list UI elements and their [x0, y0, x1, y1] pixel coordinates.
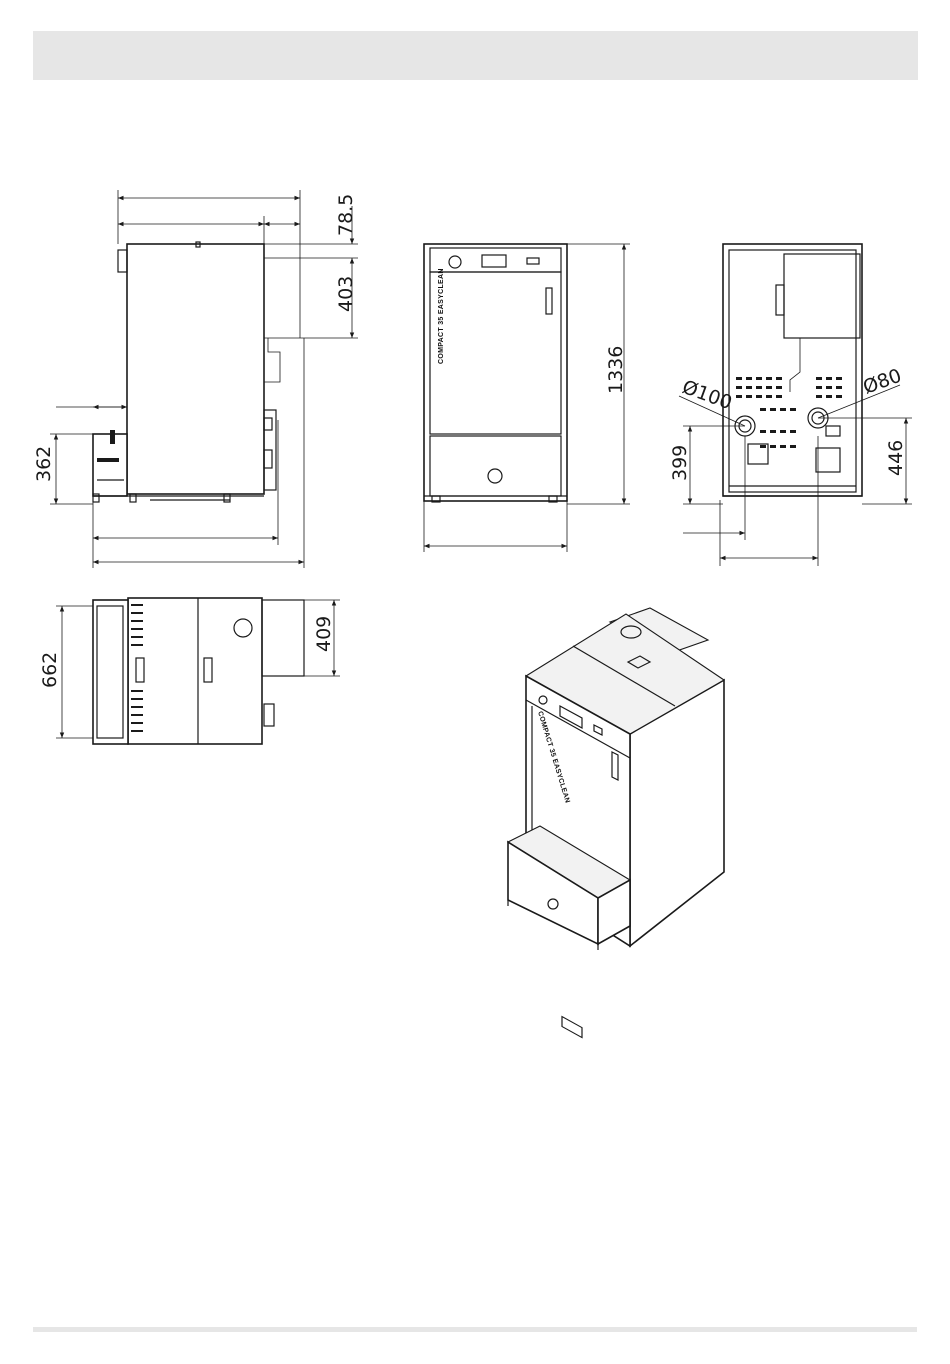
dim-409: 409	[313, 616, 335, 652]
isometric-view: COMPACT 35 EASYCLEAN	[508, 608, 724, 1038]
front-view: COMPACT 35 EASYCLEAN 1336	[424, 244, 630, 552]
rear-body	[723, 244, 862, 496]
dim-phi80: Ø80	[860, 365, 904, 399]
side-rear-knob	[118, 250, 127, 272]
dim-662: 662	[39, 652, 61, 688]
front-model-label: COMPACT 35 EASYCLEAN	[438, 268, 445, 364]
top-flue-duct	[262, 600, 304, 676]
top-view: 662 409	[39, 598, 340, 744]
rear-view: Ø100 Ø80 399 446	[669, 244, 912, 566]
front-body	[424, 244, 567, 501]
dim-362: 362	[33, 446, 55, 482]
side-body	[127, 244, 264, 494]
dim-78-5: 78.5	[335, 194, 357, 236]
footer-bar	[33, 1327, 917, 1332]
dim-403: 403	[335, 276, 357, 312]
top-body	[128, 598, 262, 744]
dim-446: 446	[885, 440, 907, 476]
dim-1336: 1336	[605, 346, 627, 394]
dim-399: 399	[669, 445, 691, 481]
side-view: 78.5 403 362	[33, 190, 358, 568]
